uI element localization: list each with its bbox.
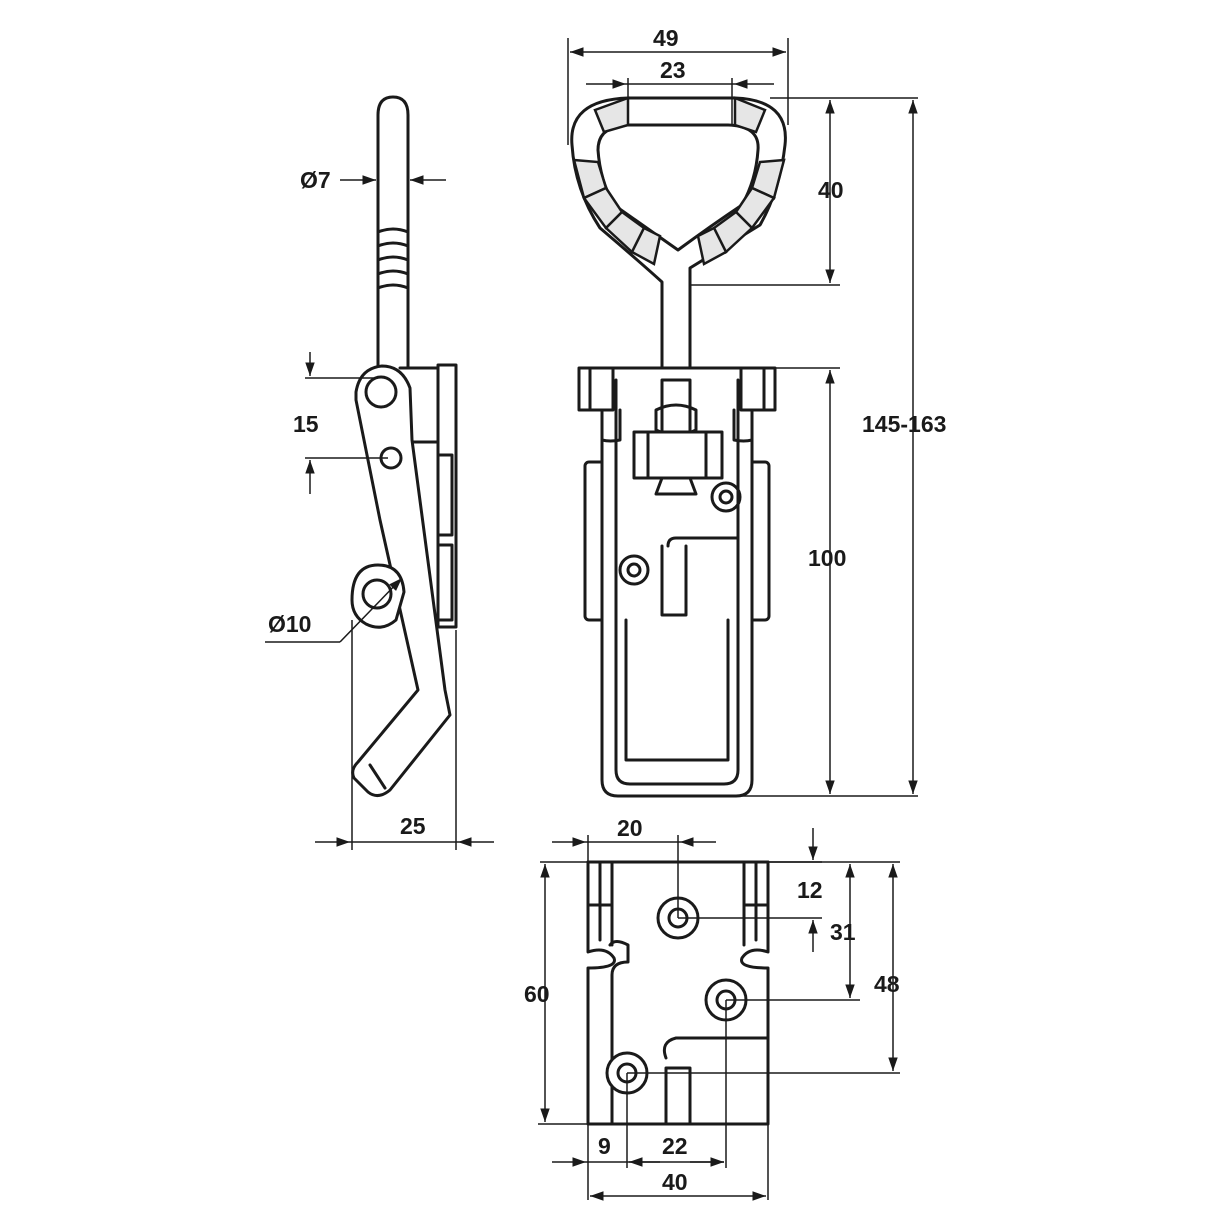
base-view-dimensions: 20 12 31 48 60 9 22 40 bbox=[524, 815, 900, 1201]
dim-pivot-offset: 15 bbox=[293, 411, 319, 437]
front-hole-lower bbox=[618, 554, 650, 586]
front-hole-upper bbox=[710, 481, 742, 513]
dim-hole-top-offset: 12 bbox=[797, 877, 823, 903]
front-clamp-nut bbox=[654, 476, 698, 496]
front-ear-left bbox=[600, 408, 622, 443]
dim-handle-height: 40 bbox=[818, 177, 844, 203]
base-inner-cutout bbox=[608, 940, 630, 1126]
front-slot bbox=[660, 544, 688, 617]
side-view bbox=[350, 95, 458, 797]
side-pivot-pin bbox=[364, 375, 398, 409]
front-grip-segments bbox=[572, 96, 786, 266]
side-lever-tip bbox=[368, 763, 387, 790]
dim-side-depth: 25 bbox=[400, 813, 426, 839]
dim-base-width: 40 bbox=[662, 1169, 688, 1195]
dim-hole-second-offset: 31 bbox=[830, 919, 856, 945]
side-hook-hole bbox=[361, 578, 393, 610]
dim-hook-diameter: Ø10 bbox=[268, 611, 311, 637]
side-hook-ring bbox=[350, 563, 406, 629]
side-view-dimensions: Ø7 15 Ø10 25 bbox=[265, 167, 494, 850]
dim-body-length: 100 bbox=[808, 545, 846, 571]
front-view bbox=[570, 96, 787, 798]
side-handle-rod bbox=[376, 95, 410, 370]
front-view-dimensions: 49 23 40 145-163 100 bbox=[567, 25, 946, 797]
dim-hole-mid-pitch: 22 bbox=[662, 1133, 688, 1159]
dim-base-height: 60 bbox=[524, 981, 550, 1007]
dim-handle-inner-width: 23 bbox=[660, 57, 686, 83]
front-knuckle-left bbox=[577, 366, 615, 412]
front-knuckle-right bbox=[739, 366, 777, 412]
dim-handle-diameter: Ø7 bbox=[300, 167, 331, 193]
dim-total-length: 145-163 bbox=[862, 411, 946, 437]
front-ear-right bbox=[732, 408, 754, 443]
side-grip-ribs bbox=[376, 227, 410, 290]
side-bracket bbox=[398, 366, 440, 444]
dim-base-hole-span: 48 bbox=[874, 971, 900, 997]
dim-handle-width: 49 bbox=[653, 25, 679, 51]
front-lever-inner bbox=[614, 378, 740, 786]
side-catch-block-1 bbox=[436, 453, 454, 537]
front-lever-inner-2 bbox=[624, 618, 730, 762]
dim-hole-pitch: 20 bbox=[617, 815, 643, 841]
side-catch-block-2 bbox=[436, 543, 454, 622]
base-slot bbox=[664, 1066, 692, 1126]
dim-hole-left-offset: 9 bbox=[598, 1133, 611, 1159]
